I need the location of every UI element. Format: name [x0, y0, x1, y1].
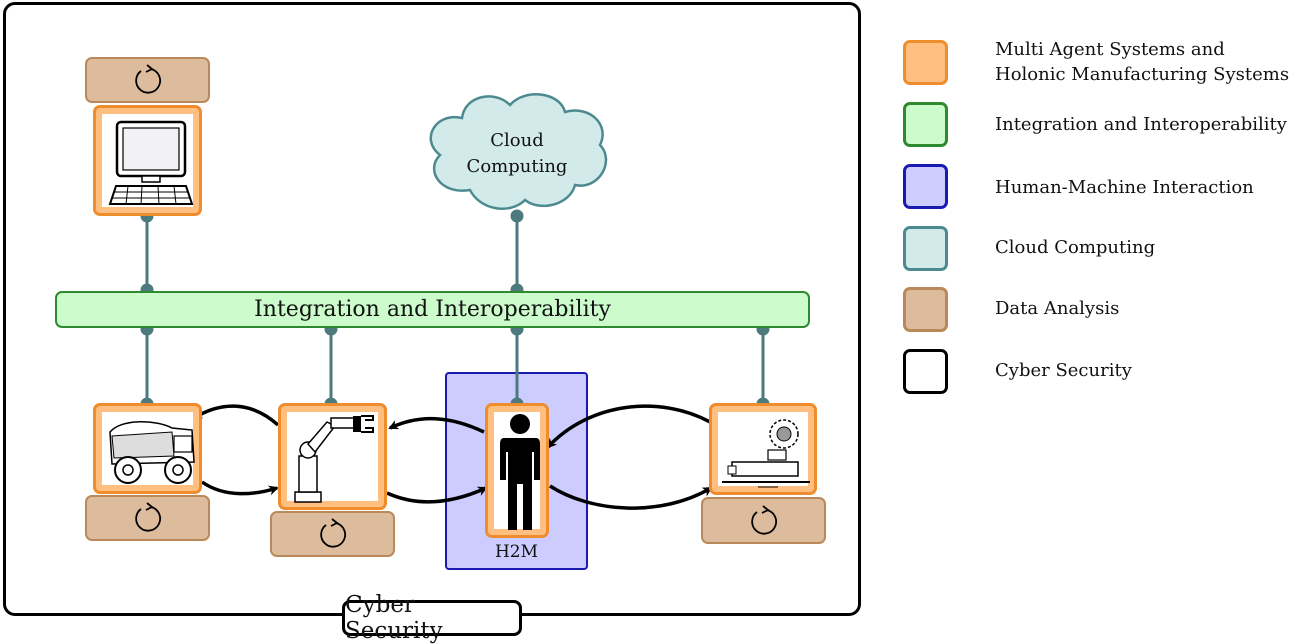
legend-label-hmi: Human-Machine Interaction — [995, 177, 1254, 198]
legend-swatch-data-analysis — [903, 287, 948, 332]
computer-icon — [108, 120, 194, 205]
cyber-security-label: Cyber Security — [342, 592, 522, 644]
legend-swatch-cyber-security — [903, 349, 948, 394]
agent-human-operator — [485, 403, 549, 538]
cloud-shape — [429, 93, 608, 210]
legend-label-mas: Multi Agent Systems and Holonic Manufact… — [995, 39, 1290, 85]
cycle-icon — [319, 518, 346, 548]
legend-swatch-hmi — [903, 164, 948, 209]
mining-truck-icon — [109, 421, 195, 484]
arrow-robot-to-truck — [192, 404, 280, 427]
data-analysis-box-robot — [270, 511, 395, 557]
robot-arm-icon — [294, 415, 374, 503]
integration-bar: Integration and Interoperability — [55, 291, 810, 328]
legend-label-cloud: Cloud Computing — [995, 237, 1156, 258]
legend-label-integration: Integration and Interoperability — [995, 114, 1287, 135]
person-icon — [500, 414, 540, 530]
arrow-human-to-machine — [549, 484, 713, 510]
data-analysis-box-truck — [85, 495, 210, 541]
legend-label-data-analysis: Data Analysis — [995, 298, 1120, 319]
machine-tool-icon — [722, 419, 810, 488]
agent-robot-arm — [278, 403, 387, 510]
data-analysis-box-computer — [85, 57, 210, 103]
agent-computer — [93, 105, 202, 216]
legend-label-cyber-security: Cyber Security — [995, 360, 1132, 381]
agent-machine-tool — [709, 403, 817, 495]
connector-dot — [510, 209, 524, 223]
arrow-human-to-robot — [388, 416, 485, 434]
arrow-robot-to-human — [386, 486, 488, 504]
cycle-icon — [134, 502, 161, 532]
h2m-label: H2M — [494, 542, 539, 562]
agent-mining-truck — [93, 403, 202, 494]
legend-swatch-integration — [903, 102, 948, 147]
cycle-icon — [134, 64, 161, 94]
data-analysis-box-machine — [701, 497, 826, 544]
arrow-truck-to-robot — [201, 480, 279, 496]
arrow-machine-to-human — [546, 404, 711, 449]
legend-swatch-cloud — [903, 226, 948, 271]
cycle-icon — [750, 504, 777, 535]
legend-swatch-mas — [903, 40, 948, 85]
cloud-computing-label: Cloud Computing — [466, 130, 568, 177]
